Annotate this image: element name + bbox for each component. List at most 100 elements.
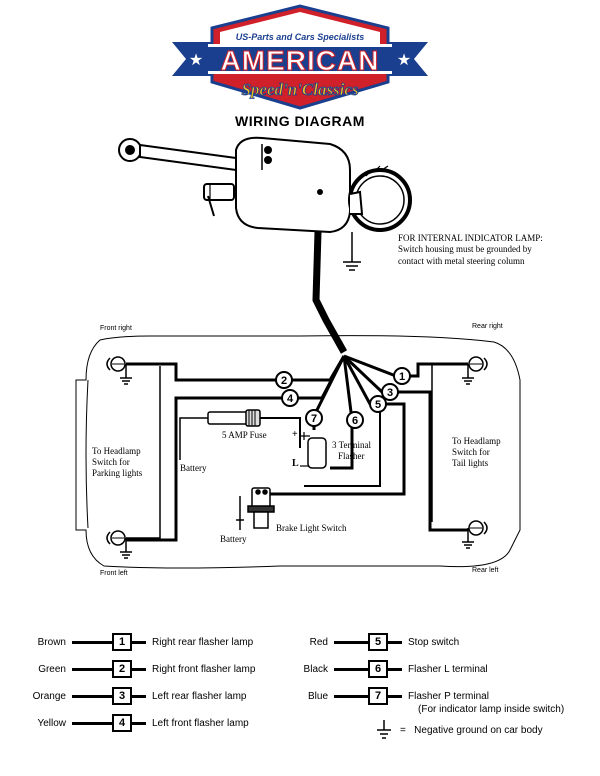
legend-color-label: Brown bbox=[37, 636, 66, 648]
wire-number-6: 6 bbox=[352, 415, 358, 427]
svg-text:★: ★ bbox=[189, 50, 203, 69]
legend-wire-number: 3 bbox=[112, 687, 132, 705]
headlamp-left-line-2: Switch for bbox=[92, 457, 130, 467]
legend-wire-line bbox=[388, 667, 402, 671]
flasher-label-line-2: Flasher bbox=[338, 451, 365, 461]
wire-harness bbox=[312, 231, 348, 354]
legend-row-brown: Brown 1 Right rear flasher lamp bbox=[0, 632, 253, 652]
ground-legend-label: = Negative ground on car body bbox=[400, 725, 543, 736]
legend-wire-number: 2 bbox=[112, 660, 132, 678]
indicator-note-line-2: contact with metal steering column bbox=[398, 256, 525, 266]
flasher-label-line-1: 3 Terminal bbox=[332, 440, 371, 450]
lamp-rear-right bbox=[462, 356, 488, 385]
wire-marker-5 bbox=[369, 395, 387, 413]
headlamp-right-line-3: Tail lights bbox=[452, 458, 489, 468]
wire-number-7: 7 bbox=[311, 413, 317, 425]
legend-wire-line bbox=[72, 721, 112, 725]
corner-label-rear-right: Rear right bbox=[472, 323, 503, 330]
logo-tagline: US-Parts and Cars Specialists bbox=[236, 32, 365, 42]
headlamp-right-line-1: To Headlamp bbox=[452, 436, 501, 446]
legend-description: Flasher P terminal bbox=[408, 690, 489, 702]
legend-row-blue: Blue 7 Flasher P terminal bbox=[262, 686, 489, 706]
american-speed-classics-logo: ★ ★ US-Parts and Cars Specialists AMERIC… bbox=[172, 4, 428, 110]
wire-number-markers bbox=[275, 367, 411, 429]
logo-brand: AMERICAN bbox=[221, 45, 380, 76]
legend-wire-number: 6 bbox=[368, 660, 388, 678]
legend-description: Right front flasher lamp bbox=[152, 663, 256, 675]
indicator-note-line-1: Switch housing must be grounded by bbox=[398, 244, 532, 254]
indicator-note-heading: FOR INTERNAL INDICATOR LAMP: bbox=[398, 233, 543, 243]
headlamp-left-line-3: Parking lights bbox=[92, 468, 143, 478]
turn-signal-switch bbox=[118, 136, 412, 234]
flasher-plus-sign: + bbox=[292, 429, 298, 440]
corner-label-front-left: Front left bbox=[100, 570, 128, 577]
legend-wire-number: 7 bbox=[368, 687, 388, 705]
flasher-unit bbox=[300, 432, 327, 469]
logo-subbrand: Speed'n'Classics bbox=[241, 80, 359, 99]
wire-marker-4 bbox=[281, 389, 299, 407]
battery-label-bottom: Battery bbox=[220, 534, 247, 544]
brake-switch-label: Brake Light Switch bbox=[276, 523, 347, 533]
legend-color-label: Orange bbox=[32, 690, 66, 702]
lamp-front-left bbox=[106, 530, 132, 559]
legend-description: Left rear flasher lamp bbox=[152, 690, 247, 702]
wire-number-5: 5 bbox=[375, 399, 381, 411]
wire-number-4: 4 bbox=[287, 393, 294, 405]
legend-wire-line bbox=[72, 694, 112, 698]
legend-row-orange: Orange 3 Left rear flasher lamp bbox=[0, 686, 247, 706]
wire-marker-6 bbox=[346, 411, 364, 429]
wire-number-2: 2 bbox=[281, 375, 287, 387]
brake-light-switch bbox=[236, 487, 275, 529]
legend-description-note: (For indicator lamp inside switch) bbox=[418, 704, 565, 715]
legend-wire-line bbox=[388, 694, 402, 698]
flasher-l-sign: L bbox=[292, 458, 299, 469]
lamp-front-right bbox=[106, 356, 132, 385]
wire-marker-3 bbox=[381, 383, 399, 401]
legend-wire-number: 4 bbox=[112, 714, 132, 732]
legend-color-label: Green bbox=[38, 663, 66, 675]
legend-wire-line bbox=[334, 640, 368, 644]
lamp-rear-left bbox=[462, 520, 488, 549]
legend-wire-line bbox=[132, 694, 146, 698]
fuse-5-amp bbox=[207, 409, 261, 427]
legend-row-red: Red 5 Stop switch bbox=[262, 632, 459, 652]
corner-label-front-right: Front right bbox=[100, 325, 132, 332]
legend-description: Stop switch bbox=[408, 636, 460, 648]
wire-number-1: 1 bbox=[399, 371, 405, 383]
legend-wire-line bbox=[132, 721, 146, 725]
wire-marker-1 bbox=[393, 367, 411, 385]
legend-color-label: Yellow bbox=[37, 717, 66, 729]
legend-color-label: Red bbox=[309, 636, 328, 648]
legend-color-label: Black bbox=[303, 663, 328, 675]
legend-description: Right rear flasher lamp bbox=[152, 636, 254, 648]
legend-color-label: Blue bbox=[307, 690, 328, 702]
fuse-label: 5 AMP Fuse bbox=[222, 430, 267, 440]
legend-description: Flasher L terminal bbox=[408, 663, 488, 675]
legend-wire-line bbox=[334, 667, 368, 671]
wiring-diagram: 1 2 3 4 5 6 7 FOR INTERNAL INDICATOR LAM… bbox=[75, 136, 543, 577]
battery-label-top: Battery bbox=[180, 463, 207, 473]
headlamp-right-line-2: Switch for bbox=[452, 447, 490, 457]
wire-number-3: 3 bbox=[387, 387, 393, 399]
page-title: WIRING DIAGRAM bbox=[235, 113, 365, 129]
legend-wire-line bbox=[132, 640, 146, 644]
headlamp-left-line-1: To Headlamp bbox=[92, 446, 141, 456]
legend-wire-line bbox=[132, 667, 146, 671]
legend-wire-number: 1 bbox=[112, 633, 132, 651]
legend-wire-number: 5 bbox=[368, 633, 388, 651]
legend-wire-line bbox=[334, 694, 368, 698]
legend-row-yellow: Yellow 4 Left front flasher lamp bbox=[0, 713, 249, 733]
ground-symbol-switch bbox=[343, 232, 361, 271]
ground-icon bbox=[374, 720, 394, 740]
corner-label-rear-left: Rear left bbox=[472, 567, 499, 574]
legend-row-black: Black 6 Flasher L terminal bbox=[262, 659, 488, 679]
wiring bbox=[126, 354, 468, 542]
legend-description: Left front flasher lamp bbox=[152, 717, 249, 729]
legend-wire-line bbox=[72, 667, 112, 671]
svg-text:★: ★ bbox=[397, 50, 411, 69]
car-body-outline bbox=[75, 335, 521, 569]
legend-row-green: Green 2 Right front flasher lamp bbox=[0, 659, 255, 679]
wire-marker-7 bbox=[305, 409, 323, 427]
wire-marker-2 bbox=[275, 371, 293, 389]
legend-wire-line bbox=[388, 640, 402, 644]
